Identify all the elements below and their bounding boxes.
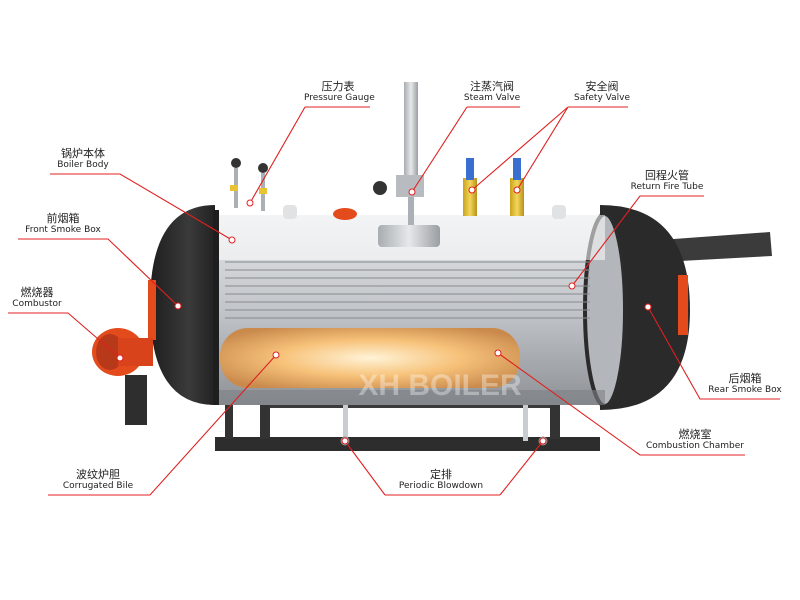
leader-combustion-chamber [497, 352, 745, 456]
label-safety-valve-zh: 安全阀 [585, 80, 619, 93]
leader-dots [116, 186, 652, 445]
label-combustor-zh: 燃烧器 [20, 286, 54, 299]
label-return-fire-tube-en: Return Fire Tube [630, 182, 704, 192]
label-front-smoke-box-en: Front Smoke Box [25, 225, 101, 235]
label-safety-valve-en: Safety Valve [574, 93, 630, 103]
label-boiler-body-zh: 锅炉本体 [61, 147, 105, 160]
label-boiler-body: 锅炉本体 Boiler Body [48, 147, 118, 171]
leader-return-fire-tube [571, 195, 704, 287]
label-safety-valve: 安全阀 Safety Valve [572, 80, 632, 104]
label-corrugated-bile: 波纹炉胆 Corrugated Bile [48, 468, 148, 492]
label-rear-smoke-box-zh: 后烟箱 [728, 372, 762, 385]
leader-combustor [8, 312, 121, 359]
top-fittings [230, 82, 566, 247]
label-rear-smoke-box-en: Rear Smoke Box [708, 385, 782, 395]
label-front-smoke-box-zh: 前烟箱 [46, 212, 80, 225]
label-periodic-blowdown: 定排 Periodic Blowdown [385, 468, 497, 492]
label-combustion-chamber-en: Combustion Chamber [646, 441, 744, 451]
chimney [660, 232, 772, 262]
label-return-fire-tube: 回程火管 Return Fire Tube [626, 169, 708, 193]
watermark-text: XH BOILER [358, 369, 522, 402]
label-combustion-chamber-zh: 燃烧室 [678, 428, 712, 441]
burner-shape [92, 328, 153, 425]
label-steam-valve: 注蒸汽阀 Steam Valve [462, 80, 522, 104]
label-combustion-chamber: 燃烧室 Combustion Chamber [642, 428, 748, 452]
label-periodic-blowdown-zh: 定排 [430, 468, 452, 481]
leader-lines [8, 106, 780, 496]
label-steam-valve-en: Steam Valve [463, 93, 521, 103]
label-boiler-body-en: Boiler Body [57, 160, 109, 170]
label-pressure-gauge-en: Pressure Gauge [304, 93, 375, 103]
label-pressure-gauge-zh: 压力表 [321, 80, 355, 93]
label-corrugated-bile-en: Corrugated Bile [62, 481, 134, 491]
label-rear-smoke-box: 后烟箱 Rear Smoke Box [705, 372, 785, 396]
front-smoke-box-shape [148, 205, 219, 405]
label-front-smoke-box: 前烟箱 Front Smoke Box [18, 212, 108, 236]
label-return-fire-tube-zh: 回程火管 [645, 169, 689, 182]
label-periodic-blowdown-en: Periodic Blowdown [398, 481, 484, 491]
leader-rear-smoke-box [647, 306, 780, 400]
leader-boiler-body [50, 173, 233, 241]
leader-front-smoke-box [18, 238, 179, 307]
label-steam-valve-zh: 注蒸汽阀 [470, 80, 514, 93]
label-corrugated-bile-zh: 波纹炉胆 [76, 468, 120, 481]
label-combustor-en: Combustor [12, 299, 62, 309]
label-pressure-gauge: 压力表 Pressure Gauge [304, 80, 375, 104]
label-combustor: 燃烧器 Combustor [6, 286, 68, 310]
leader-corrugated-bile [48, 354, 277, 496]
